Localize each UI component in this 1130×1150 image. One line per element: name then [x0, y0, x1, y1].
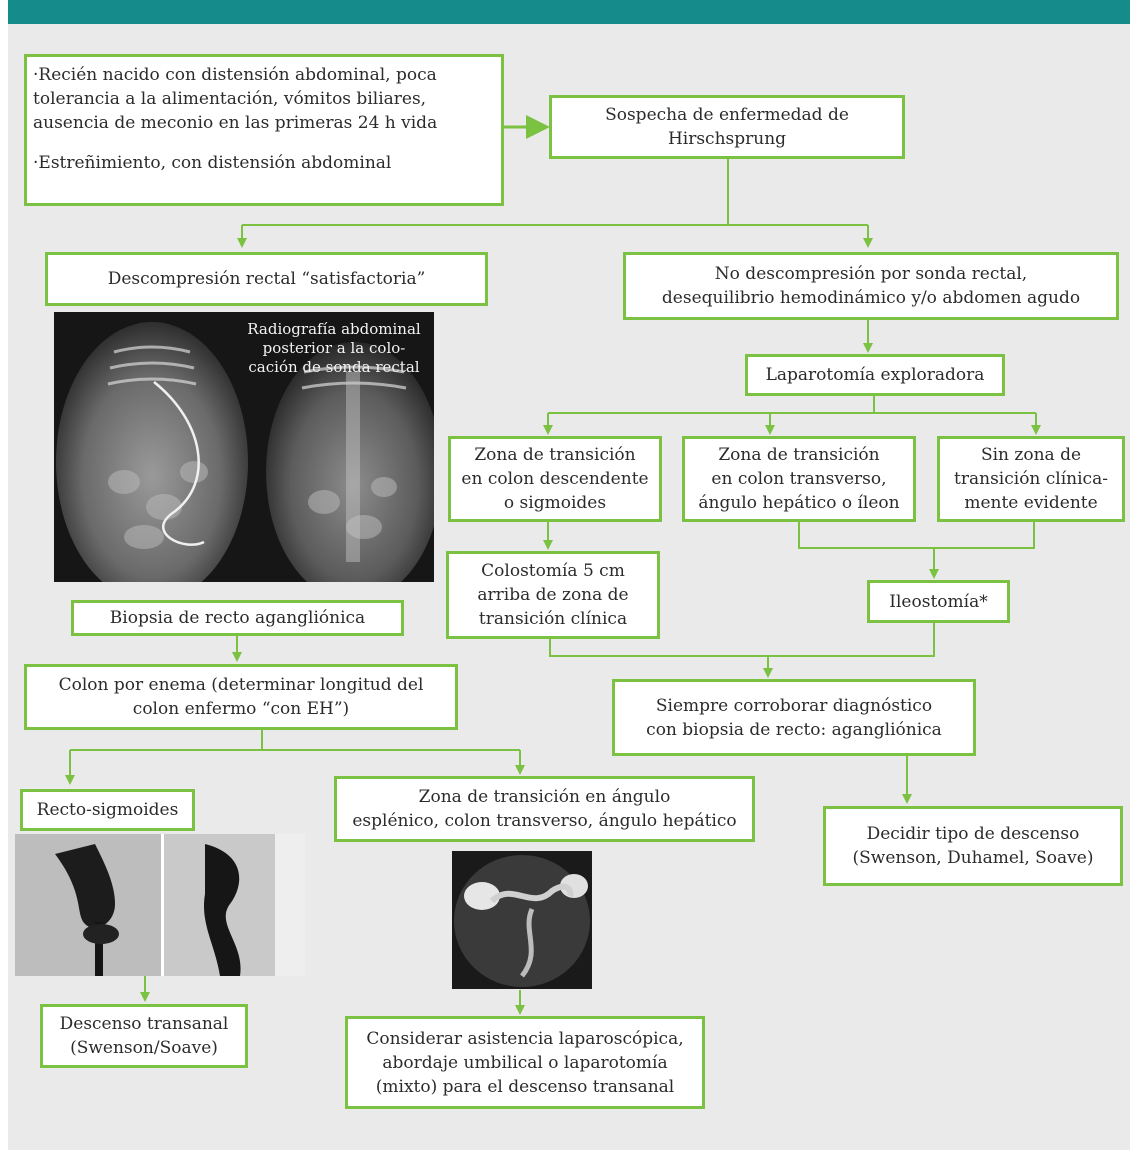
- no-zone-box: Sin zona de transición clínica- mente ev…: [937, 436, 1125, 522]
- biopsy-box: Biopsia de recto agangliónica: [71, 600, 404, 636]
- rectosigmoid-enema-image: [15, 834, 305, 976]
- ileostomy-box: Ileostomía*: [867, 580, 1010, 623]
- xray-caption: Radiografía abdominal posterior a la col…: [234, 320, 434, 377]
- enema-box: Colon por enema (determinar longitud del…: [24, 664, 458, 730]
- zone-transverse-text: Zona de transición en colon transverso, …: [698, 443, 899, 515]
- enema-text: Colon por enema (determinar longitud del…: [59, 673, 424, 721]
- suspicion-text: Sospecha de enfermedad de Hirschsprung: [558, 103, 896, 151]
- consider-text: Considerar asistencia laparoscópica, abo…: [366, 1027, 683, 1099]
- suspicion-box: Sospecha de enfermedad de Hirschsprung: [549, 95, 905, 159]
- corroborate-text: Siempre corroborar diagnóstico con biops…: [646, 694, 942, 742]
- zone-splenic-box: Zona de transición en ángulo esplénico, …: [334, 776, 755, 842]
- biopsy-text: Biopsia de recto agangliónica: [110, 606, 365, 630]
- zone-descending-box: Zona de transición en colon descendente …: [448, 436, 662, 522]
- zone-descending-text: Zona de transición en colon descendente …: [461, 443, 648, 515]
- zone-transverse-box: Zona de transición en colon transverso, …: [682, 436, 916, 522]
- ileostomy-text: Ileostomía*: [889, 590, 987, 614]
- transanal-text: Descenso transanal (Swenson/Soave): [60, 1012, 229, 1060]
- no-decompression-text: No descompresión por sonda rectal, deseq…: [662, 262, 1080, 310]
- transanal-box: Descenso transanal (Swenson/Soave): [40, 1004, 248, 1068]
- zone-splenic-text: Zona de transición en ángulo esplénico, …: [352, 785, 736, 833]
- decompression-ok-box: Descompresión rectal “satisfactoria”: [45, 252, 488, 306]
- decompression-ok-text: Descompresión rectal “satisfactoria”: [108, 267, 426, 291]
- decide-descent-box: Decidir tipo de descenso (Swenson, Duham…: [823, 806, 1123, 886]
- rectosigmoid-text: Recto-sigmoides: [37, 798, 179, 822]
- decide-descent-text: Decidir tipo de descenso (Swenson, Duham…: [853, 822, 1094, 870]
- rectosigmoid-box: Recto-sigmoides: [20, 789, 195, 831]
- symptoms-newborn-text: ·Recién nacido con distensión abdominal,…: [33, 63, 495, 135]
- no-decompression-box: No descompresión por sonda rectal, deseq…: [623, 252, 1119, 320]
- no-zone-text: Sin zona de transición clínica- mente ev…: [954, 443, 1108, 515]
- symptoms-constipation-text: ·Estreñimiento, con distensión abdominal: [33, 151, 495, 175]
- abdominal-xray-image: Radiografía abdominal posterior a la col…: [54, 312, 434, 582]
- corroborate-box: Siempre corroborar diagnóstico con biops…: [612, 679, 976, 756]
- consider-box: Considerar asistencia laparoscópica, abo…: [345, 1016, 705, 1109]
- colon-enema-image: [452, 851, 592, 989]
- laparotomy-text: Laparotomía exploradora: [766, 363, 985, 387]
- colostomy-text: Colostomía 5 cm arriba de zona de transi…: [477, 559, 628, 631]
- colostomy-box: Colostomía 5 cm arriba de zona de transi…: [446, 551, 660, 639]
- symptoms-box: ·Recién nacido con distensión abdominal,…: [24, 54, 504, 206]
- laparotomy-box: Laparotomía exploradora: [745, 354, 1005, 396]
